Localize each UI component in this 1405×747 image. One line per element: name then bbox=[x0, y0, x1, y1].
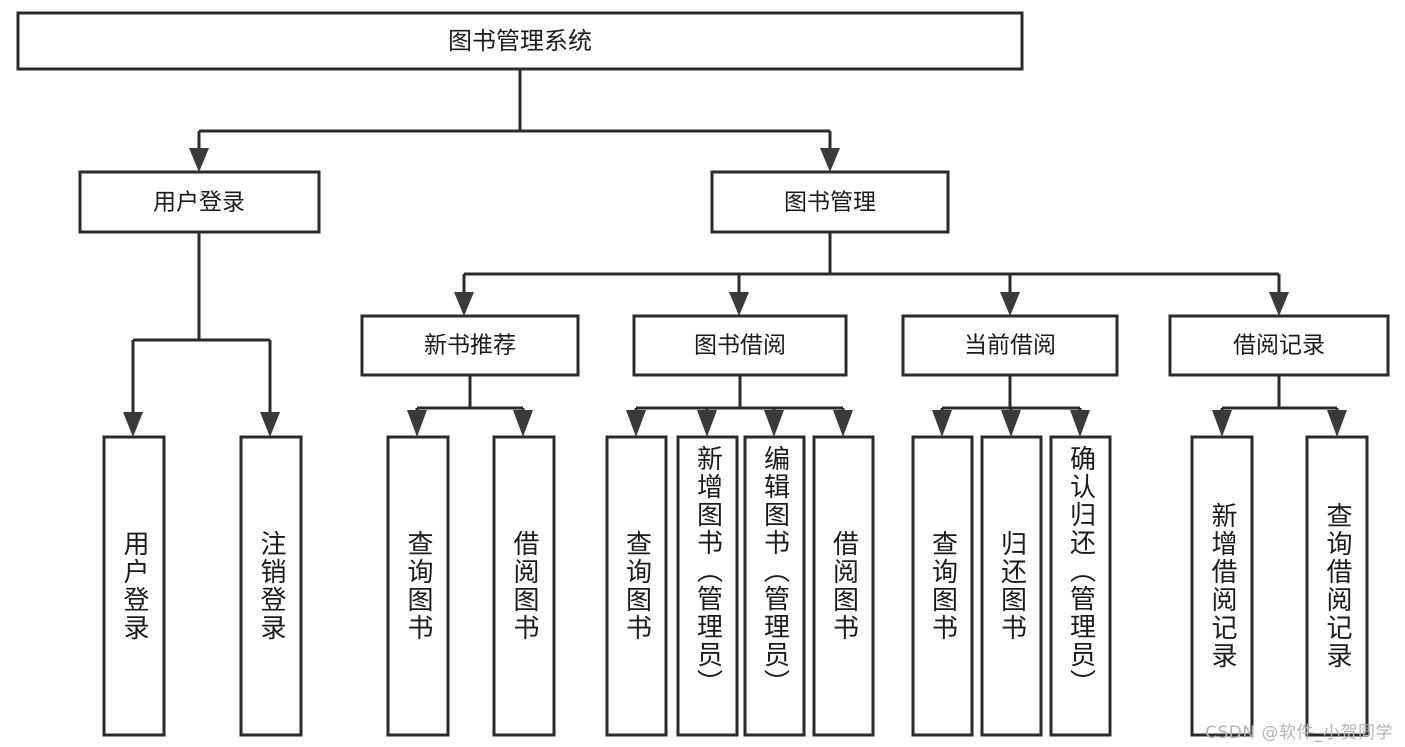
leaf-box-query-book-2[interactable] bbox=[605, 435, 668, 737]
leaf-box-logout-login[interactable] bbox=[239, 435, 303, 737]
node-root[interactable]: 图书管理系统 bbox=[16, 11, 1024, 71]
leaf-box-add-record[interactable] bbox=[1190, 435, 1254, 737]
arrow-leaf-query-book-2 bbox=[626, 410, 646, 437]
arrow-current-borrow bbox=[1000, 292, 1020, 316]
arrow-leaf-add-record bbox=[1212, 410, 1232, 437]
arrow-leaf-logout-login bbox=[260, 412, 280, 437]
arrow-borrow-record bbox=[1269, 292, 1289, 316]
arrow-leaf-add-book bbox=[697, 410, 717, 437]
new-book-recommend-label: 新书推荐 bbox=[424, 333, 516, 359]
current-borrow-label: 当前借阅 bbox=[964, 333, 1056, 359]
user-login-label: 用户登录 bbox=[153, 190, 245, 216]
node-current-borrow[interactable]: 当前借阅 bbox=[901, 314, 1119, 377]
leaf-box-return-book[interactable] bbox=[980, 435, 1043, 737]
arrow-leaf-borrow-book-1 bbox=[513, 410, 533, 437]
node-book-manage[interactable]: 图书管理 bbox=[710, 170, 950, 234]
leaf-box-confirm-return[interactable] bbox=[1049, 435, 1112, 737]
arrow-leaf-query-record bbox=[1327, 410, 1347, 437]
book-manage-box bbox=[710, 170, 950, 234]
arrow-leaf-borrow-book-2 bbox=[833, 410, 853, 437]
arrow-leaf-confirm-return bbox=[1070, 410, 1090, 437]
arrow-leaf-return-book bbox=[1001, 410, 1021, 437]
csdn-watermark: CSDN @软件_小贺同学 bbox=[1205, 723, 1393, 743]
arrow-leaf-query-book-3 bbox=[932, 410, 952, 437]
arrow-new-book-recommend bbox=[454, 292, 474, 316]
leaf-box-query-record[interactable] bbox=[1305, 435, 1369, 737]
arrow-leaf-edit-book bbox=[764, 410, 784, 437]
leaf-box-add-book[interactable] bbox=[676, 435, 739, 737]
book-manage-label: 图书管理 bbox=[784, 190, 876, 216]
root-box bbox=[16, 11, 1024, 71]
root-label: 图书管理系统 bbox=[448, 27, 592, 55]
leaf-box-edit-book[interactable] bbox=[743, 435, 806, 737]
arrow-leaf-query-book-1 bbox=[407, 410, 427, 437]
arrow-user-login bbox=[189, 148, 209, 172]
arrow-book-borrow bbox=[729, 292, 749, 316]
book-borrow-label: 图书借阅 bbox=[694, 333, 786, 359]
book-borrow-box bbox=[632, 314, 848, 377]
node-user-login[interactable]: 用户登录 bbox=[78, 170, 321, 234]
node-borrow-record[interactable]: 借阅记录 bbox=[1168, 314, 1390, 377]
leaf-box-query-book-1[interactable] bbox=[386, 435, 450, 737]
borrow-record-box bbox=[1168, 314, 1390, 377]
leaf-box-query-book-3[interactable] bbox=[911, 435, 974, 737]
node-book-borrow[interactable]: 图书借阅 bbox=[632, 314, 848, 377]
leaf-box-borrow-book-2[interactable] bbox=[812, 435, 875, 737]
leaf-box-user-login[interactable] bbox=[102, 435, 166, 737]
arrow-book-manage bbox=[820, 148, 840, 172]
node-new-book-recommend[interactable]: 新书推荐 bbox=[360, 314, 580, 377]
borrow-record-label: 借阅记录 bbox=[1233, 333, 1325, 359]
current-borrow-box bbox=[901, 314, 1119, 377]
leaf-box-borrow-book-1[interactable] bbox=[492, 435, 556, 737]
arrow-leaf-user-login bbox=[123, 412, 143, 437]
new-book-recommend-box bbox=[360, 314, 580, 377]
